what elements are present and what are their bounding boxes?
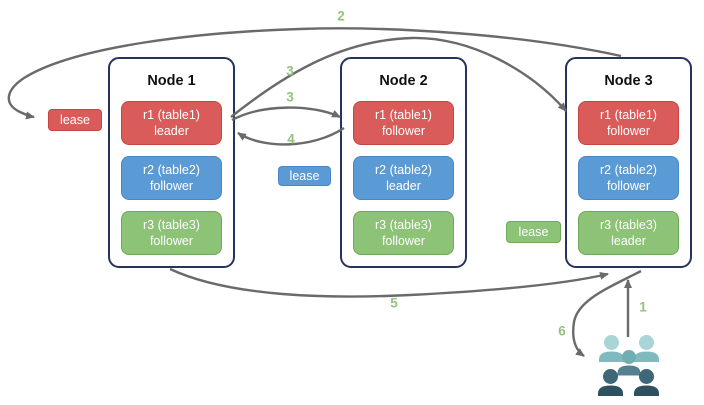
arrow-step5-commit-to-node3 — [169, 267, 609, 298]
replica-name: r2 (table2) — [375, 162, 432, 177]
step-label-3b: 3 — [286, 89, 294, 105]
node-3-replica-r2: r2 (table2) follower — [578, 156, 679, 200]
replica-role: follower — [149, 179, 194, 193]
arrow-step2-lease-transfer — [7, 27, 622, 120]
step-label-5: 5 — [390, 295, 398, 311]
node-2-title: Node 2 — [379, 73, 428, 89]
node-1-replica-r2: r2 (table2) follower — [121, 156, 222, 200]
step-label-6: 6 — [558, 323, 566, 339]
replica-name: r3 (table3) — [143, 217, 200, 232]
lease-badge-table2: lease — [278, 166, 331, 186]
node-1-replica-r3: r3 (table3) follower — [121, 211, 222, 255]
arrow-step3-replicate-to-node2 — [231, 106, 341, 122]
node-2-replica-r2: r2 (table2) leader — [353, 156, 454, 200]
replica-role: follower — [606, 124, 651, 138]
replica-name: r3 (table3) — [600, 217, 657, 232]
replica-name: r1 (table1) — [600, 107, 657, 122]
replica-role: follower — [606, 179, 651, 193]
users-group-icon — [598, 335, 659, 396]
replica-name: r2 (table2) — [143, 162, 200, 177]
replica-role: follower — [149, 234, 194, 248]
node-2-replica-r3: r3 (table3) follower — [353, 211, 454, 255]
node-3: Node 3 r1 (table1) follower r2 (table2) … — [565, 57, 692, 268]
replica-name: r1 (table1) — [143, 107, 200, 122]
replica-role: leader — [611, 234, 646, 248]
replica-role: leader — [154, 124, 189, 138]
step-label-2: 2 — [337, 8, 345, 24]
node-3-replica-r3: r3 (table3) leader — [578, 211, 679, 255]
node-2-replica-r1: r1 (table1) follower — [353, 101, 454, 145]
node-3-title: Node 3 — [604, 73, 653, 89]
step-label-3a: 3 — [286, 63, 294, 79]
node-1: Node 1 r1 (table1) leader r2 (table2) fo… — [108, 57, 235, 268]
replica-name: r2 (table2) — [600, 162, 657, 177]
step-label-4: 4 — [287, 131, 295, 147]
replica-name: r1 (table1) — [375, 107, 432, 122]
node-2: Node 2 r1 (table1) follower r2 (table2) … — [340, 57, 467, 268]
replica-role: follower — [381, 124, 426, 138]
step-label-1: 1 — [639, 299, 647, 315]
node-1-title: Node 1 — [147, 73, 196, 89]
replica-role: follower — [381, 234, 426, 248]
node-3-replica-r1: r1 (table1) follower — [578, 101, 679, 145]
lease-badge-table3: lease — [506, 221, 561, 243]
node-1-replica-r1: r1 (table1) leader — [121, 101, 222, 145]
lease-badge-table1: lease — [48, 109, 102, 131]
replica-role: leader — [386, 179, 421, 193]
replica-name: r3 (table3) — [375, 217, 432, 232]
